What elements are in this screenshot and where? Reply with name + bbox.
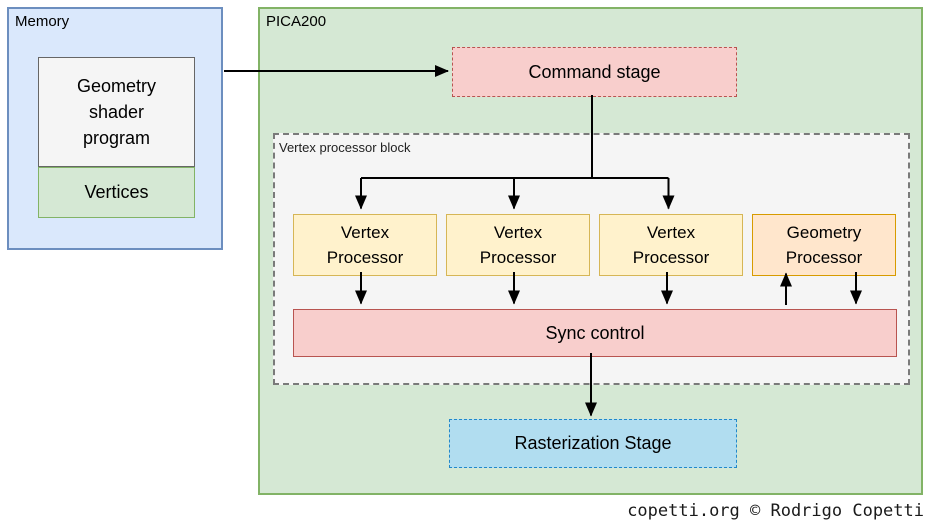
vertex-processor-block: Vertex processor block Vertex Processor … — [273, 133, 910, 385]
credit-text: copetti.org © Rodrigo Copetti — [627, 501, 924, 521]
pica200-label: PICA200 — [266, 13, 327, 30]
geometry-shader-program-box: Geometry shader program — [38, 57, 195, 167]
memory-label: Memory — [15, 13, 70, 30]
command-stage-box: Command stage — [452, 47, 737, 97]
vertices-label: Vertices — [84, 182, 149, 202]
vertex-processor-1-label: Vertex Processor — [326, 222, 404, 268]
pica200-container: PICA200 Command stage Vertex processor b… — [258, 7, 923, 495]
vertex-processor-2-box: Vertex Processor — [446, 214, 590, 276]
vertices-box: Vertices — [38, 167, 195, 218]
rasterization-stage-label: Rasterization Stage — [514, 433, 672, 453]
geometry-processor-label: Geometry Processor — [785, 222, 863, 268]
vertex-processor-3-box: Vertex Processor — [599, 214, 743, 276]
vertex-processor-block-label: Vertex processor block — [279, 140, 411, 155]
rasterization-stage-box: Rasterization Stage — [449, 419, 737, 468]
vertex-processor-2-label: Vertex Processor — [479, 222, 557, 268]
sync-control-box: Sync control — [293, 309, 897, 357]
memory-container: Memory Geometry shader program Vertices — [7, 7, 223, 250]
geometry-shader-program-label: Geometry shader program — [76, 75, 157, 149]
vertex-processor-1-box: Vertex Processor — [293, 214, 437, 276]
geometry-processor-box: Geometry Processor — [752, 214, 896, 276]
command-stage-label: Command stage — [528, 61, 661, 82]
vertex-processor-3-label: Vertex Processor — [632, 222, 710, 268]
sync-control-label: Sync control — [545, 322, 645, 343]
